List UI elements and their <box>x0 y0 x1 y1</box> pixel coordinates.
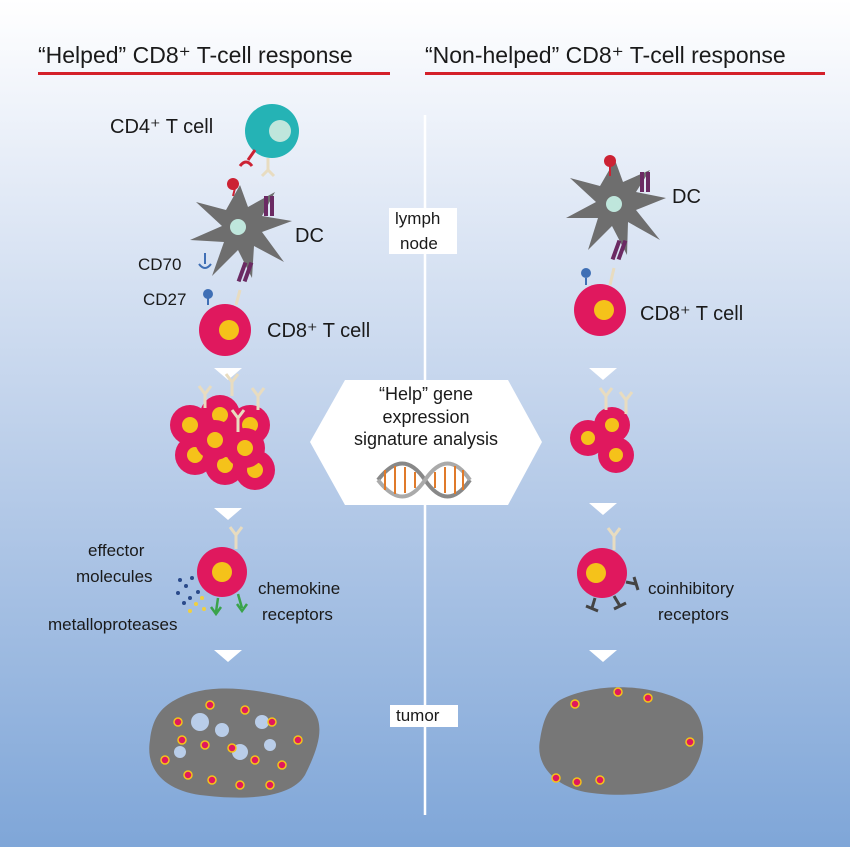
dc-left <box>190 178 292 283</box>
coinhibitory-label-1: coinhibitory <box>648 579 734 598</box>
help-line-3: signature analysis <box>353 429 499 449</box>
cd70-label: CD70 <box>138 255 182 274</box>
coinhibited-tcell-right <box>577 526 640 613</box>
node-label: node <box>400 234 438 253</box>
cd4-tcell-label: CD4⁺ T cell <box>110 116 214 138</box>
effector-tcell-left <box>176 525 249 617</box>
right-title-underline <box>425 72 825 75</box>
arrow-right-3 <box>589 650 617 662</box>
lymph-label: lymph <box>395 209 441 228</box>
small-tcell-cluster <box>570 386 634 473</box>
dc-left-label: DC <box>295 225 324 247</box>
effector-label-1: effector <box>88 541 145 560</box>
coinhibitory-label-2: receptors <box>658 605 729 624</box>
tumor-right <box>539 687 704 795</box>
arrow-right-2 <box>589 503 617 515</box>
tumor-left <box>149 688 320 798</box>
expanded-tcell-cluster <box>170 372 275 490</box>
arrow-right-1 <box>589 368 617 380</box>
cd8-right-label: CD8⁺ T cell <box>640 303 744 325</box>
metalloproteases-label: metalloproteases <box>48 615 178 634</box>
cd4-t-cell <box>238 104 299 178</box>
cd8-t-cell-left <box>199 289 251 356</box>
help-line-2: expression <box>382 406 470 427</box>
help-signature-panel <box>310 380 542 505</box>
help-signature-text: “Help” gene expression signature analysi… <box>330 383 522 451</box>
left-title: “Helped” CD8⁺ T-cell response <box>38 42 353 68</box>
arrow-left-2 <box>214 508 242 520</box>
cd8-t-cell-right <box>574 267 626 336</box>
left-title-underline <box>38 72 390 75</box>
arrow-left-3 <box>214 650 242 662</box>
dc-right-label: DC <box>672 186 701 208</box>
right-title: “Non-helped” CD8⁺ T-cell response <box>425 42 786 68</box>
cd27-label: CD27 <box>143 290 187 309</box>
chemokine-label-2: receptors <box>262 605 333 624</box>
arrow-left-1 <box>214 368 242 380</box>
effector-label-2: molecules <box>76 567 153 586</box>
cd8-left-label: CD8⁺ T cell <box>267 320 371 342</box>
lymph-node-box <box>389 208 457 254</box>
dna-helix-icon <box>376 461 472 499</box>
tumor-label: tumor <box>396 706 440 725</box>
help-line-1: “Help” gene <box>378 384 474 404</box>
tumor-label-box <box>390 705 458 727</box>
dc-right <box>566 155 666 261</box>
chemokine-label-1: chemokine <box>258 579 341 598</box>
